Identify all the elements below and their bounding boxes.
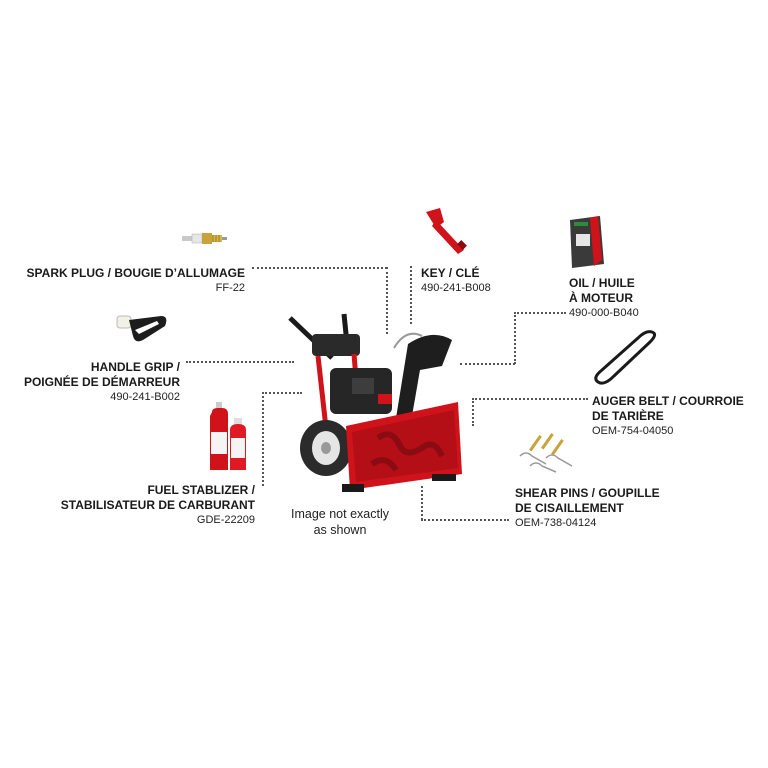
disclaimer-line-1: Image not exactly xyxy=(291,507,389,521)
key-label: KEY / CLÉ 490-241-B008 xyxy=(421,266,541,296)
spark-plug-code: FF-22 xyxy=(215,282,245,294)
shear-pins-leader-v xyxy=(421,486,423,520)
handle-grip-title-2: POIGNÉE DE DÉMARREUR xyxy=(23,375,180,389)
key-image xyxy=(426,208,467,254)
handle-grip-label: HANDLE GRIP / POIGNÉE DE DÉMARREUR 490-2… xyxy=(10,360,180,405)
auger-belt-code: OEM-754-04050 xyxy=(592,425,674,437)
key-code: 490-241-B008 xyxy=(421,282,491,294)
key-leader xyxy=(410,266,412,324)
handle-grip-title-1: HANDLE GRIP / xyxy=(90,360,180,374)
oil-leader-v xyxy=(514,312,516,364)
fuel-stabilizer-image xyxy=(210,402,246,470)
fuel-stabilizer-code: GDE-22209 xyxy=(196,514,255,526)
fuel-stabilizer-leader-v xyxy=(262,392,264,486)
shear-pins-title-1: SHEAR PINS / GOUPILLE xyxy=(515,486,660,500)
fuel-stabilizer-title-2: STABILISATEUR DE CARBURANT xyxy=(60,498,255,512)
shear-pins-title-2: DE CISAILLEMENT xyxy=(515,501,624,515)
spark-plug-image xyxy=(182,233,227,244)
fuel-stabilizer-label: FUEL STABLIZER / STABILISATEUR DE CARBUR… xyxy=(40,483,255,528)
snowblower-image xyxy=(288,313,462,492)
shear-pins-code: OEM-738-04124 xyxy=(515,517,597,529)
spark-plug-leader-h xyxy=(252,267,387,269)
oil-label: OIL / HUILE À MOTEUR 490-000-B040 xyxy=(569,276,689,321)
spark-plug-leader-v xyxy=(386,267,388,334)
shear-pins-image xyxy=(519,433,573,473)
shear-pins-label: SHEAR PINS / GOUPILLE DE CISAILLEMENT OE… xyxy=(515,486,685,531)
disclaimer: Image not exactly as shown xyxy=(280,506,400,538)
shear-pins-leader-h xyxy=(421,519,509,521)
handle-grip-image xyxy=(116,315,167,342)
oil-image xyxy=(570,216,604,268)
fuel-stabilizer-leader-h xyxy=(262,392,302,394)
spark-plug-title: SPARK PLUG / BOUGIE D’ALLUMAGE xyxy=(26,266,245,280)
auger-belt-label: AUGER BELT / COURROIE DE TARIÈRE OEM-754… xyxy=(592,394,762,439)
spark-plug-label: SPARK PLUG / BOUGIE D’ALLUMAGE FF-22 xyxy=(20,266,245,296)
auger-belt-leader-h xyxy=(472,398,588,400)
handle-grip-code: 490-241-B002 xyxy=(110,391,180,403)
disclaimer-line-2: as shown xyxy=(313,523,367,537)
handle-grip-leader xyxy=(186,361,294,363)
oil-leader-h2 xyxy=(460,363,515,365)
auger-belt-title-2: DE TARIÈRE xyxy=(592,409,664,423)
auger-belt-leader-v xyxy=(472,398,474,426)
oil-title-1: OIL / HUILE xyxy=(569,276,635,290)
key-title: KEY / CLÉ xyxy=(421,266,480,280)
oil-title-2: À MOTEUR xyxy=(569,291,633,305)
oil-leader-h1 xyxy=(514,312,566,314)
fuel-stabilizer-title-1: FUEL STABLIZER / xyxy=(147,483,255,497)
oil-code: 490-000-B040 xyxy=(569,307,639,319)
auger-belt-title-1: AUGER BELT / COURROIE xyxy=(592,394,744,408)
auger-belt-image xyxy=(594,330,657,385)
